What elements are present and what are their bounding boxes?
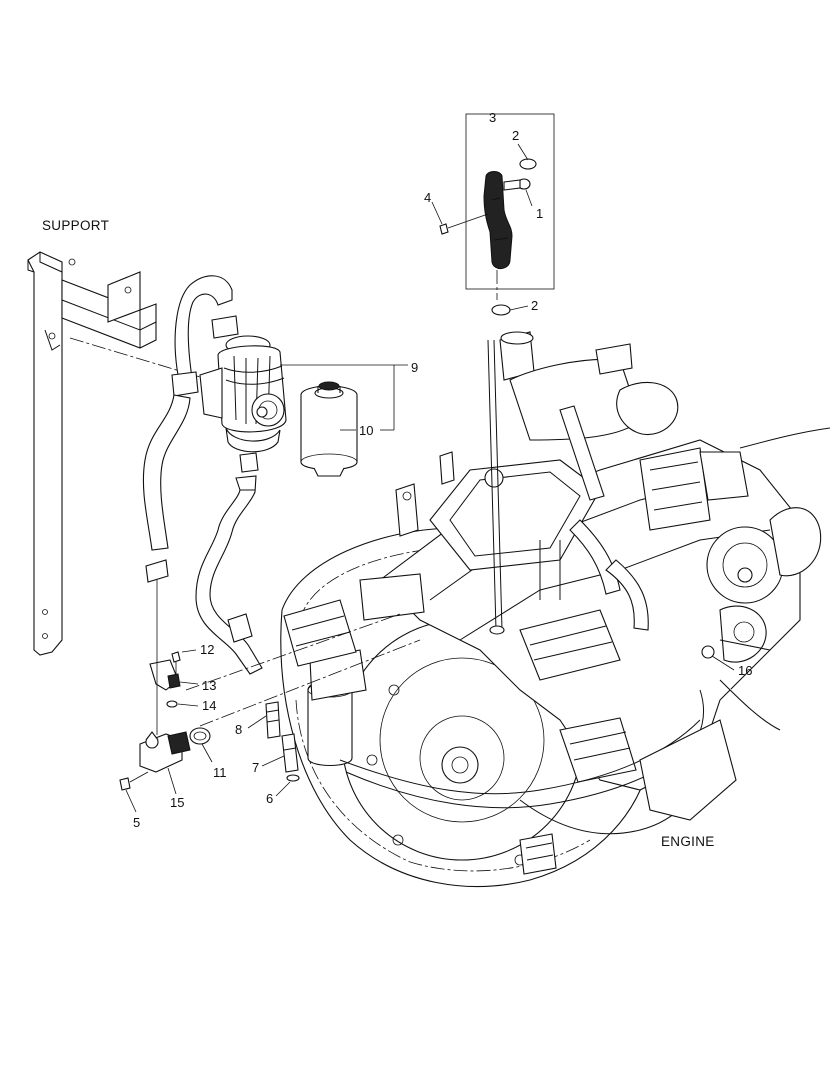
callout-6: 6 [266,791,273,806]
callout-16: 16 [738,663,752,678]
callout-2-top: 2 [512,128,519,143]
callout-15: 15 [170,795,184,810]
callout-2-bottom: 2 [531,298,538,313]
callout-7: 7 [252,760,259,775]
callout-1: 1 [536,206,543,221]
callout-5: 5 [133,815,140,830]
leader-lines [125,143,735,813]
support-caption: SUPPORT [42,218,109,233]
intake-hoses [142,275,263,675]
callout-12: 12 [200,642,214,657]
callout-8: 8 [235,722,242,737]
callout-13: 13 [202,678,216,693]
support-bracket [27,251,211,656]
engine-assembly [280,331,831,888]
sensor-parts [119,559,421,791]
callout-11: 11 [213,765,227,780]
filter-element [300,381,358,477]
air-filter-housing [199,315,287,473]
breather-hose-assembly [439,113,555,316]
engine-caption: ENGINE [661,834,715,849]
callout-9: 9 [411,360,418,375]
callout-14: 14 [202,698,216,713]
callout-10: 10 [359,423,373,438]
callout-4: 4 [424,190,431,205]
callout-3: 3 [489,110,496,125]
